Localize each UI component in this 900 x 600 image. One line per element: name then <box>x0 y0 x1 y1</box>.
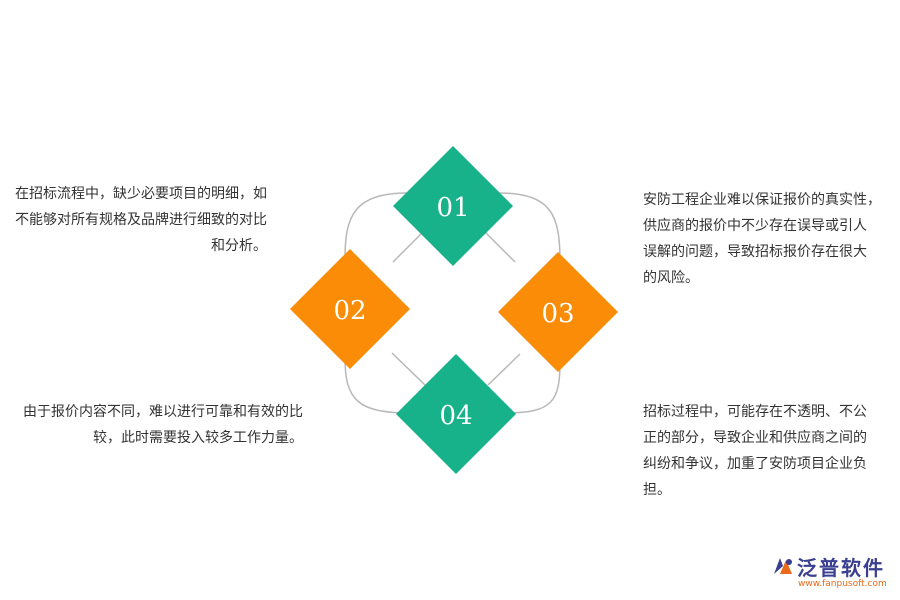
description-line: 较，此时需要投入较多工作力量。 <box>93 430 303 446</box>
diamond-02: 02 <box>290 249 410 369</box>
description-bottom-right: 招标过程中，可能存在不透明、不公 正的部分，导致企业和供应商之间的 纠纷和争议，… <box>643 399 893 503</box>
description-top-right: 安防工程企业难以保证报价的真实性， 供应商的报价中不少存在误导或引人 误解的问题… <box>643 187 893 291</box>
connector-diagonal <box>392 231 424 263</box>
connector-lines <box>344 192 561 414</box>
description-line: 正的部分，导致企业和供应商之间的 <box>643 430 867 446</box>
diamond-shape <box>498 252 618 372</box>
diamond-04: 04 <box>396 354 516 474</box>
description-line: 纠纷和争议，加重了安防项目企业负 <box>643 456 867 472</box>
description-line: 误解的问题，导致招标报价存在很大 <box>643 244 867 260</box>
connector-ring <box>497 192 561 263</box>
diamond-label: 01 <box>436 193 469 223</box>
connector-ring <box>344 192 409 259</box>
diamond-shape <box>290 249 410 369</box>
diamond-shape <box>393 146 513 266</box>
connector-ring <box>344 357 411 414</box>
description-line: 由于报价内容不同，难以进行可靠和有效的比 <box>23 404 303 420</box>
diamond-shape <box>396 354 516 474</box>
description-line: 供应商的报价中不少存在误导或引人 <box>643 218 867 234</box>
logo-url: www.fanpusoft.com <box>798 579 887 589</box>
description-line: 安防工程企业难以保证报价的真实性， <box>643 192 881 208</box>
diamond-label: 03 <box>541 299 574 329</box>
diamond-01: 01 <box>393 146 513 266</box>
description-bottom-left: 由于报价内容不同，难以进行可靠和有效的比 较，此时需要投入较多工作力量。 <box>5 399 303 451</box>
connector-diagonal <box>391 352 426 386</box>
connector-diagonal <box>487 353 521 386</box>
fanpu-logo: 泛普软件 www.fanpusoft.com <box>770 552 895 596</box>
description-top-left: 在招标流程中，缺少必要项目的明细，如 不能够对所有规格及品牌进行细致的对比 和分… <box>5 181 267 259</box>
description-line: 担。 <box>643 482 671 498</box>
diamond-03: 03 <box>498 252 618 372</box>
diamond-label: 02 <box>333 296 366 326</box>
connector-diagonal <box>484 231 516 263</box>
description-line: 的风险。 <box>643 270 699 286</box>
description-line: 招标过程中，可能存在不透明、不公 <box>643 404 867 420</box>
connector-ring <box>504 361 561 414</box>
description-line: 在招标流程中，缺少必要项目的明细，如 <box>15 186 267 202</box>
description-line: 不能够对所有规格及品牌进行细致的对比 <box>15 212 267 228</box>
diamond-label: 04 <box>439 401 472 431</box>
description-line: 和分析。 <box>211 238 267 254</box>
fanpu-logo-icon <box>774 558 792 574</box>
logo-name: 泛普软件 <box>797 556 885 580</box>
